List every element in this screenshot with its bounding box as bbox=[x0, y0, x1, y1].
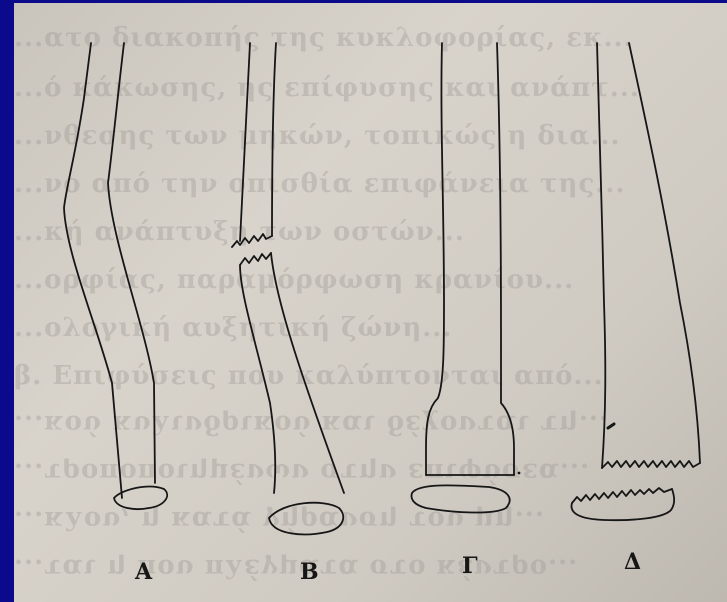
bone-b-fracture bbox=[232, 43, 344, 534]
bone-illustration-diagram bbox=[14, 3, 727, 602]
bone-d-epiphysis-separation bbox=[571, 43, 700, 520]
bone-c-growth-plate bbox=[412, 43, 514, 513]
figure-label-c: Γ bbox=[462, 553, 478, 579]
bone-a-normal bbox=[64, 43, 167, 509]
speck-dot bbox=[518, 472, 521, 475]
scanned-figure-photo: ...ατο διακοπής της κυκλοφορίας, εκ... .… bbox=[14, 3, 727, 602]
figure-label-d: Δ bbox=[624, 549, 641, 575]
figure-label-a: A bbox=[135, 559, 152, 585]
figure-label-b: B bbox=[300, 559, 319, 585]
